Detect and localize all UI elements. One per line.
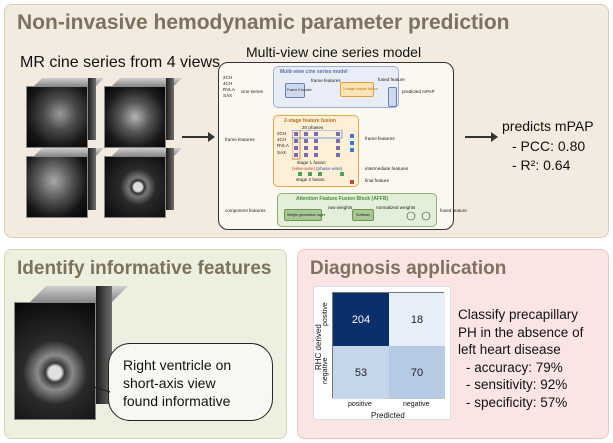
- view-2ch: 2CH: [223, 75, 233, 80]
- cm-ylabel: RHC derived: [314, 324, 323, 370]
- cine-series-label: cine series: [241, 89, 263, 94]
- view-wise-label: (view-wise): [292, 166, 315, 171]
- description-line-1: Classify precapillary: [458, 307, 579, 322]
- cm-xtick-negative: negative: [403, 401, 430, 408]
- two-stage-box: 2-stage feature fusion: [340, 82, 378, 97]
- multiview-subdiagram: Multi-view cine series model Frame Encod…: [273, 66, 405, 108]
- description-line-2: PH in the absence of: [458, 324, 584, 340]
- mv-fused-feature: fused feature: [378, 77, 405, 82]
- input-arrow: [182, 132, 215, 142]
- fusion-subtitle: 2-stage feature fusion: [284, 118, 336, 124]
- cm-xlabel: Predicted: [371, 411, 405, 420]
- mri-stack-4ch: [104, 78, 182, 148]
- metric-sensitivity: - sensitivity: 92%: [466, 377, 568, 392]
- fusion-view-rvla: RVLA: [277, 143, 289, 149]
- model-title: Multi-view cine series model: [246, 44, 422, 60]
- diagnosis-description: Classify precapillary PH in the absence …: [458, 306, 583, 411]
- affb-subdiagram: Attention Feature Fusion Block (AFFB) We…: [277, 193, 437, 227]
- description-line-3: left heart disease: [458, 342, 561, 357]
- softmax-label: Softmax: [356, 213, 370, 217]
- fusion-subdiagram: 2-stage feature fusion 20 phases 2CH 4CH…: [273, 115, 359, 187]
- confusion-matrix-grid: 204 18 53 70: [332, 292, 445, 399]
- callout-line-2: short-axis view: [123, 375, 216, 391]
- callout-text: Right ventricle on short-axis view found…: [123, 356, 231, 410]
- callout-line-1: Right ventricle on: [123, 357, 232, 373]
- cm-ytick-negative: negative: [322, 357, 329, 384]
- prediction-title: Non-invasive hemodynamic parameter predi…: [17, 11, 510, 34]
- metric-accuracy: - accuracy: 79%: [466, 359, 563, 375]
- cm-cell-tn: 70: [389, 346, 445, 399]
- multiview-subtitle: Multi-view cine series model: [280, 69, 348, 75]
- cm-cell-fn: 18: [389, 293, 445, 346]
- mri-stack-2ch: [26, 78, 104, 148]
- features-title: Identify informative features: [17, 258, 272, 279]
- fusion-frame-features-in: frame features: [225, 137, 255, 142]
- phase-wise-label: (phase-wise): [316, 166, 343, 171]
- view-sax: SAX: [223, 92, 233, 98]
- callout-pointer: [83, 383, 111, 393]
- fusion-view-sax: SAX: [277, 149, 287, 155]
- fusion-frame-features-out: frame features: [365, 136, 395, 141]
- fusion-view-4ch: 4CH: [277, 137, 287, 143]
- cm-ytick-positive: positive: [322, 302, 329, 326]
- intermediate-features-label: intermediate features: [365, 166, 409, 171]
- two-stage-label: 2-stage feature fusion: [343, 87, 378, 91]
- finding-callout: Right ventricle on short-axis view found…: [108, 343, 273, 421]
- metric-specificity: - specificity: 57%: [466, 394, 568, 410]
- normalized-weights-label: normalized weights: [376, 205, 416, 210]
- stage1-label: stage 1 fusion: [297, 160, 326, 165]
- mri-stack-sax: [104, 148, 182, 218]
- phases-label: 20 phases: [302, 125, 324, 130]
- sax-mri-cube: [14, 286, 128, 420]
- frame-encoder-label: Frame Encoder: [287, 88, 312, 92]
- softmax-box: Softmax: [352, 209, 374, 221]
- view-list: 2CH 4CH RVLA SAX: [223, 75, 235, 99]
- mri-stack-rvla: [26, 148, 104, 218]
- cm-xtick-positive: positive: [348, 401, 372, 408]
- stage2-label: stage 2 fusion: [296, 177, 325, 182]
- component-features-label: component features: [225, 208, 266, 213]
- input-label: MR cine series from 4 views: [20, 54, 221, 71]
- regression-head-box: [388, 87, 397, 107]
- result-heading: predicts mPAP: [502, 118, 594, 134]
- mv-frame-features: frame features: [311, 78, 341, 83]
- fusion-view-2ch: 2CH: [277, 131, 287, 136]
- fusion-views: 2CH 4CH RVLA SAX: [277, 131, 289, 156]
- cm-cell-tp: 204: [333, 293, 389, 346]
- affb-ops: [406, 211, 431, 221]
- affb-subtitle: Attention Feature Fusion Block (AFFB): [296, 196, 389, 202]
- result-r2: - R²: 0.64: [512, 157, 571, 173]
- weight-layer-box: Weight generation layer: [284, 209, 325, 221]
- diagnosis-title: Diagnosis application: [310, 258, 507, 279]
- affb-fused-feature-label: fused feature: [440, 208, 467, 213]
- predicted-mpap-label: predicted mPAP: [402, 89, 435, 94]
- view-4ch: 4CH: [223, 80, 233, 86]
- result-arrow: [465, 132, 498, 142]
- final-feature-label: final feature: [365, 178, 390, 183]
- model-diagram: Multi-view cine series model Frame Encod…: [218, 62, 467, 230]
- cm-cell-fp: 53: [333, 346, 389, 399]
- frame-encoder-box: Frame Encoder: [285, 83, 312, 98]
- weight-layer-label: Weight generation layer: [287, 213, 325, 217]
- callout-line-3: found informative: [123, 393, 231, 409]
- result-pcc: - PCC: 0.80: [512, 138, 586, 154]
- view-rvla: RVLA: [223, 86, 235, 92]
- raw-weights-label: raw weights: [328, 205, 353, 210]
- fusion-grid: [292, 130, 354, 184]
